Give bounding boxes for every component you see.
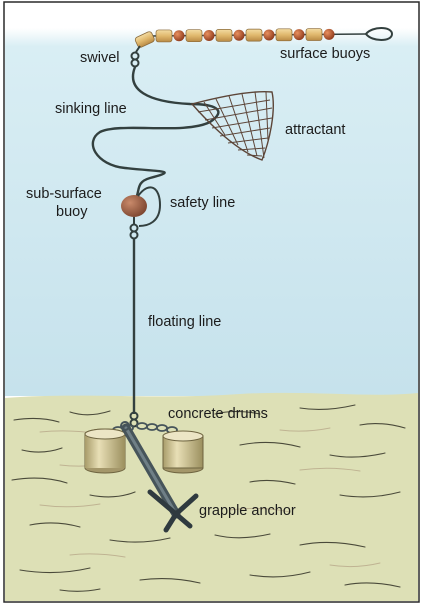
surface-buoy-first	[134, 31, 155, 48]
label-attractant: attractant	[285, 122, 345, 138]
surface-buoy-bead	[233, 29, 245, 41]
surface-buoys	[134, 27, 394, 48]
surface-buoy-bead	[173, 30, 185, 42]
surface-buoy-bead	[263, 29, 275, 41]
surface-buoy-float	[275, 28, 293, 42]
surface-buoy-float	[245, 28, 263, 42]
sub-surface-buoy	[121, 195, 147, 217]
surface-buoy-bead	[323, 28, 335, 40]
bottom-shackle	[129, 411, 139, 428]
surface-buoy-float	[185, 29, 203, 43]
safety-line	[137, 186, 162, 227]
surface-buoy-bead	[293, 29, 305, 41]
concrete-drum-left	[84, 428, 126, 474]
sinking-line	[91, 65, 220, 200]
surface-buoy-float	[155, 29, 173, 43]
label-surface-buoys: surface buoys	[280, 46, 370, 62]
label-sub-surface-buoy-line2: buoy	[56, 204, 88, 220]
lower-swivel	[129, 217, 139, 240]
label-sinking-line: sinking line	[55, 101, 127, 117]
label-safety-line: safety line	[170, 195, 235, 211]
label-swivel: swivel	[80, 50, 119, 66]
surface-buoy-bead	[203, 30, 215, 41]
surface-buoy-float	[305, 28, 323, 41]
label-sub-surface-buoy-line1: sub-surface	[26, 186, 102, 202]
attractant-net	[190, 90, 274, 161]
surface-buoy-float	[215, 29, 233, 42]
grapple-anchor	[120, 421, 199, 533]
label-concrete-drums: concrete drums	[168, 406, 268, 422]
water-body	[5, 28, 418, 396]
label-floating-line: floating line	[148, 314, 221, 330]
seabed-texture	[11, 404, 406, 592]
buoy-end-loop	[364, 27, 394, 41]
label-grapple-anchor: grapple anchor	[199, 503, 296, 519]
concrete-drum-right	[162, 430, 204, 474]
